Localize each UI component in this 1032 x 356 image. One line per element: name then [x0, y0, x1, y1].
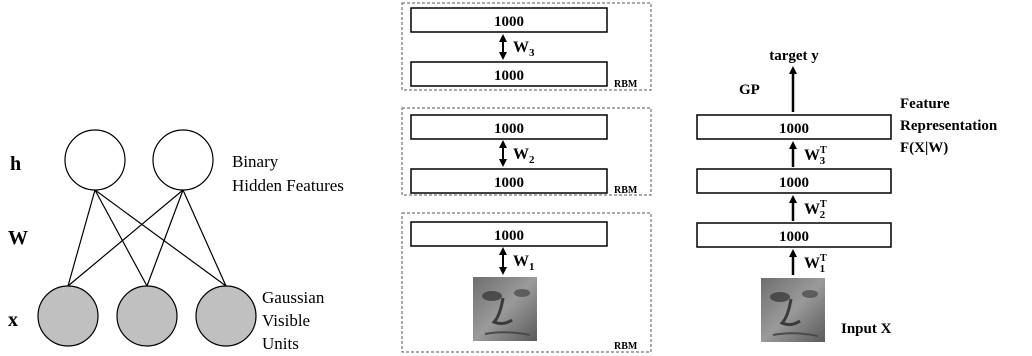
rbm-block-3: 1000 W3 1000 RBM — [401, 2, 652, 91]
visible-unit-1 — [37, 285, 99, 347]
layer-box-2 — [696, 168, 892, 194]
rbm-graph: h W x Binary Hidden Features Gaussian Vi… — [8, 129, 344, 353]
weight-label: W3 — [513, 39, 535, 59]
rbm-block-1: 1000 W1 RBM — [401, 212, 652, 353]
layer-units: 1000 — [494, 121, 524, 137]
layer-units: 1000 — [494, 14, 524, 30]
visible-caption-line-3: Units — [262, 334, 299, 353]
weight-label: W2 — [513, 146, 535, 166]
visible-unit-3 — [195, 285, 257, 347]
hidden-unit-1 — [64, 129, 126, 191]
rbm-box — [401, 2, 652, 91]
hidden-unit-2 — [152, 129, 214, 191]
hidden-caption-line-2: Hidden Features — [232, 176, 344, 195]
layer-box — [410, 7, 608, 33]
visible-layer-label: x — [8, 309, 18, 331]
layer-units: 1000 — [494, 68, 524, 84]
layer-units: 1000 — [494, 228, 524, 244]
face-image — [473, 277, 537, 341]
visible-caption-line-1: Gaussian — [262, 288, 325, 307]
layer-box — [410, 61, 608, 87]
weight-label: W — [8, 227, 28, 249]
rbm-block-2: 1000 W2 1000 RBM — [401, 107, 652, 196]
rbm-stack: 1000 W3 1000 RBM 1000 W2 1000 RBM 1000 W… — [401, 2, 652, 353]
hidden-caption-line-1: Binary — [232, 152, 279, 171]
rbm-box — [401, 212, 652, 353]
feature-caption-line-2: Representation — [900, 118, 998, 134]
layer-box-1 — [696, 222, 892, 248]
feature-caption-line-1: Feature — [900, 96, 950, 112]
layer-units-2: 1000 — [779, 175, 809, 191]
rbm-box — [401, 107, 652, 196]
input-label: Input X — [841, 321, 892, 337]
connection-lines — [67, 189, 227, 287]
layer-box — [410, 114, 608, 140]
input-face-image — [761, 278, 825, 342]
visible-unit-2 — [116, 285, 178, 347]
layer-units: 1000 — [494, 175, 524, 191]
layer-box — [410, 168, 608, 194]
layer-box — [410, 221, 608, 247]
gp-label: GP — [739, 82, 760, 98]
feature-caption-line-3: F(X|W) — [900, 140, 948, 156]
rbm-label: RBM — [614, 79, 638, 90]
hidden-layer-label: h — [10, 153, 21, 175]
rbm-label: RBM — [614, 185, 638, 196]
weight-label: W1 — [513, 253, 535, 273]
layer-units-3: 1000 — [779, 121, 809, 137]
target-label: target y — [769, 48, 819, 64]
layer-box-3 — [696, 114, 892, 140]
rbm-label: RBM — [614, 341, 638, 352]
visible-caption-line-2: Visible — [262, 311, 310, 330]
layer-units-1: 1000 — [779, 229, 809, 245]
